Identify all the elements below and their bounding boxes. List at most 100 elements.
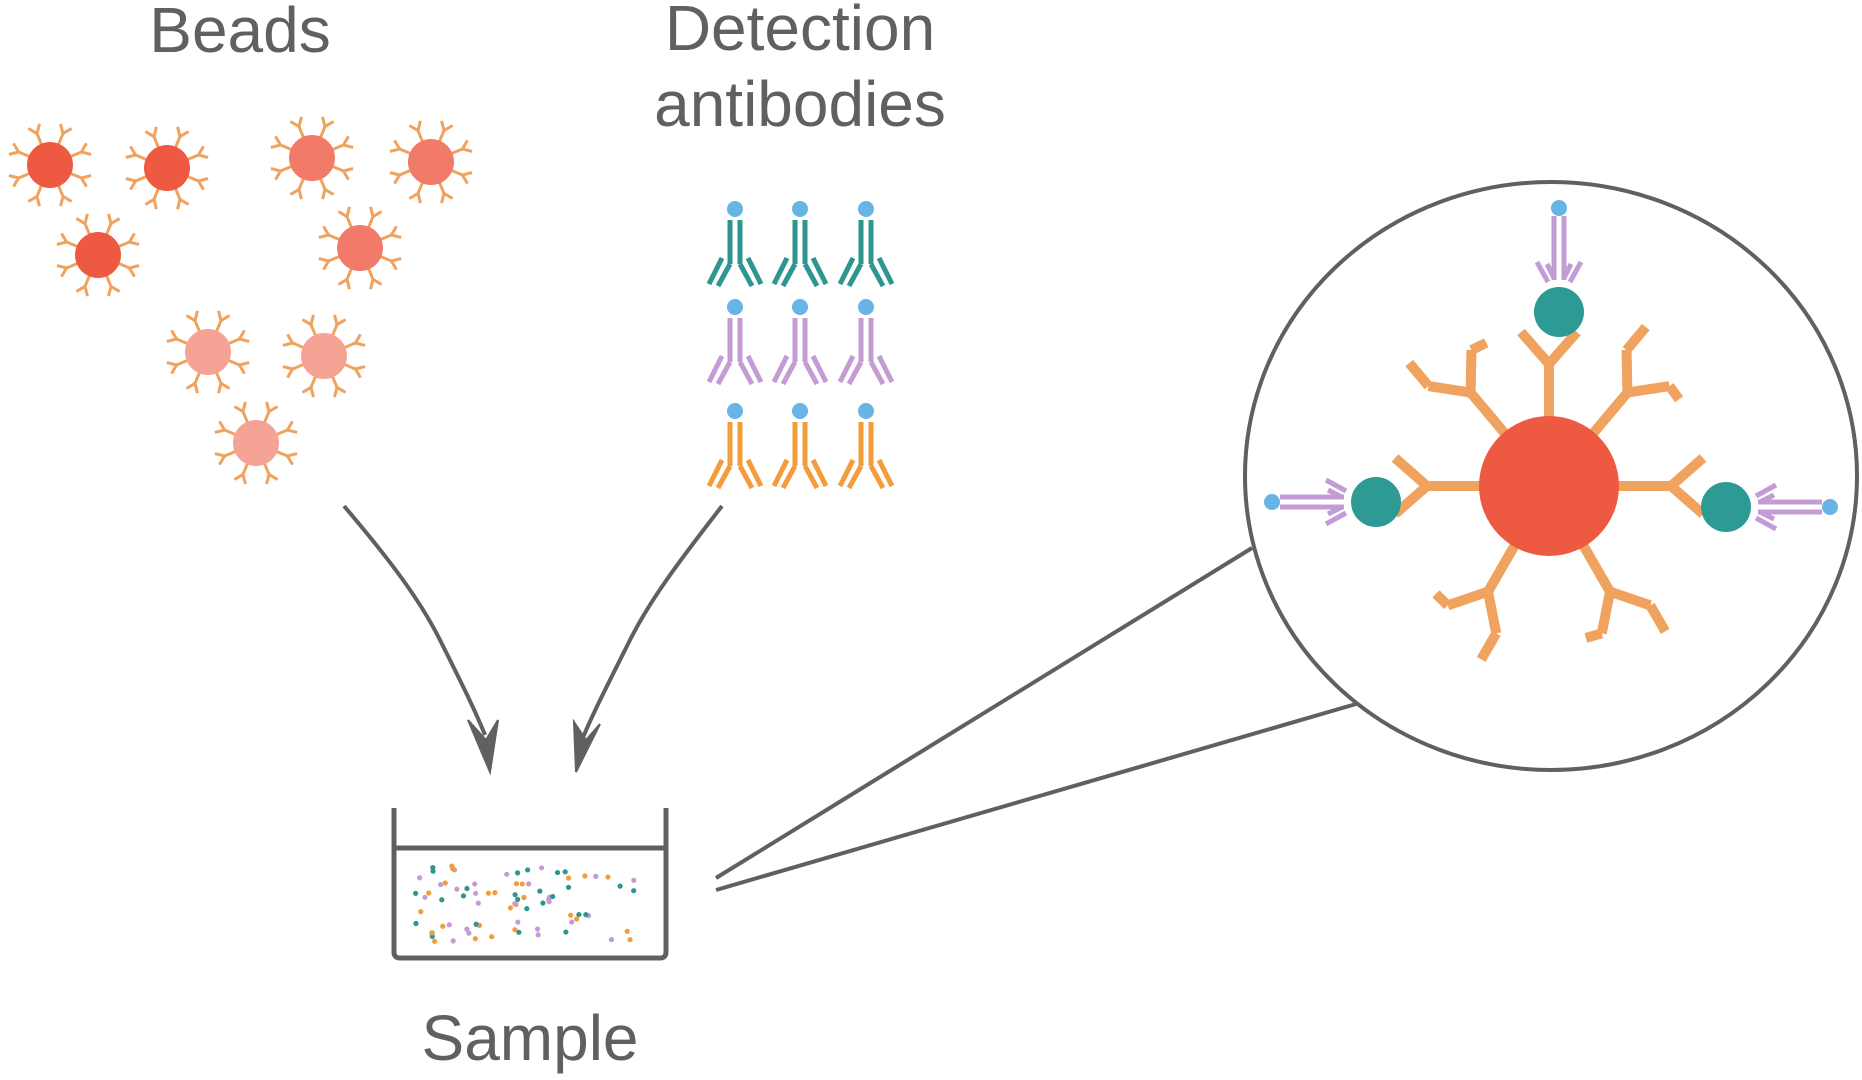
sample-particle: [472, 936, 478, 942]
sample-particle: [512, 892, 518, 898]
bead: [269, 115, 355, 201]
bead-core: [144, 145, 190, 191]
sample-particle: [440, 923, 446, 929]
sample-particle: [442, 880, 448, 886]
detection-antibody: [706, 403, 764, 490]
detection-antibody: [837, 403, 895, 490]
sample-particle: [624, 928, 630, 934]
sample-particle: [489, 934, 495, 940]
sample-particle: [426, 890, 432, 896]
sample-particle: [472, 881, 478, 887]
detection-antibody: [771, 201, 829, 288]
sample-particle: [569, 919, 575, 925]
sample-particle: [473, 890, 479, 896]
sample-particle: [565, 884, 572, 890]
sample-particle: [492, 890, 498, 896]
zoom-lines: [714, 546, 1357, 892]
sample-particle: [514, 870, 521, 876]
bead-core: [75, 232, 121, 278]
sample-particle: [464, 885, 470, 892]
sample-particle: [413, 920, 419, 927]
sample-particle: [439, 897, 445, 903]
sample-particle: [460, 893, 467, 899]
detection-antibody: [771, 299, 829, 386]
sample-particle: [521, 894, 527, 901]
sample-particle: [515, 919, 521, 925]
detection-label-dot: [1822, 499, 1838, 515]
arrow-beads-to-sample: [342, 504, 499, 776]
bound-analyte: [1351, 477, 1401, 527]
sample-particle: [554, 869, 561, 876]
sample-particle: [418, 909, 424, 915]
zoomed-bead-complex: [1264, 200, 1838, 662]
bound-analyte: [1534, 287, 1584, 337]
sample-particle: [512, 901, 518, 907]
sample-particle: [538, 865, 545, 871]
detection-antibodies-label: Detection antibodies: [590, 0, 1010, 142]
detection-label-dot: [792, 403, 808, 419]
zoom-detection-antibody: [1534, 200, 1584, 284]
detection-antibodies-grid: [706, 201, 895, 490]
detection-label-dot: [727, 201, 743, 217]
sample-particle: [550, 893, 556, 900]
sample-particle: [513, 881, 520, 887]
bound-analyte: [1701, 482, 1751, 532]
detection-antibody: [706, 299, 764, 386]
beads-label: Beads: [149, 0, 331, 66]
zoom-capture-antibody: [1517, 328, 1581, 420]
zoom-detection-antibody: [1264, 477, 1348, 527]
detection-label-dot: [858, 299, 874, 315]
bead: [213, 400, 299, 486]
sample-particle: [446, 922, 452, 928]
sample-particle: [563, 929, 569, 935]
bead-core: [337, 225, 383, 271]
bead-core: [185, 329, 231, 375]
detection-label-dot: [727, 403, 743, 419]
beads-cluster: [7, 115, 474, 486]
sample-particle: [507, 905, 514, 911]
bead: [388, 119, 474, 205]
detection-label-dot: [1551, 200, 1567, 216]
detection-label-dot: [858, 201, 874, 217]
sample-particle: [429, 930, 435, 936]
sample-particle: [631, 888, 637, 894]
bead-core: [27, 142, 73, 188]
sample-particle: [519, 881, 525, 887]
detection-antibody: [771, 403, 829, 490]
zoom-detection-antibody: [1754, 482, 1838, 532]
zoom-capture-antibody: [1432, 540, 1521, 662]
sample-particle: [562, 869, 568, 875]
sample-label: Sample: [421, 1002, 639, 1074]
sample-particle: [627, 937, 633, 943]
sample-particle: [431, 938, 438, 944]
sample-particle: [466, 930, 472, 936]
sample-particle: [485, 890, 492, 896]
sample-particle: [515, 896, 521, 902]
sample-particle: [504, 871, 510, 877]
detection-label-dot: [792, 299, 808, 315]
detection-antibody: [837, 201, 895, 288]
sample-particle: [608, 936, 615, 943]
sample-particle: [583, 912, 589, 918]
sample-particles: [413, 863, 637, 944]
zoom-capture-antibody: [1615, 454, 1707, 518]
sample-particle: [473, 921, 479, 927]
sample-particle: [449, 863, 455, 869]
sample-particle: [525, 867, 531, 873]
sample-particle: [546, 899, 552, 905]
bead-core: [301, 333, 347, 379]
sample-particle: [574, 916, 580, 922]
sample-particle: [450, 938, 456, 944]
sample-particle: [593, 873, 599, 879]
sample-particle: [631, 877, 637, 883]
sample-well: [391, 808, 669, 961]
bead: [317, 205, 403, 291]
sample-particle: [524, 906, 530, 912]
sample-particle: [617, 883, 623, 889]
sample-particle: [475, 900, 481, 906]
bead: [281, 313, 367, 399]
sample-particle: [535, 932, 541, 938]
detection-label-line2: antibodies: [654, 68, 946, 140]
sample-particle: [568, 912, 574, 918]
sample-particle: [417, 875, 423, 881]
